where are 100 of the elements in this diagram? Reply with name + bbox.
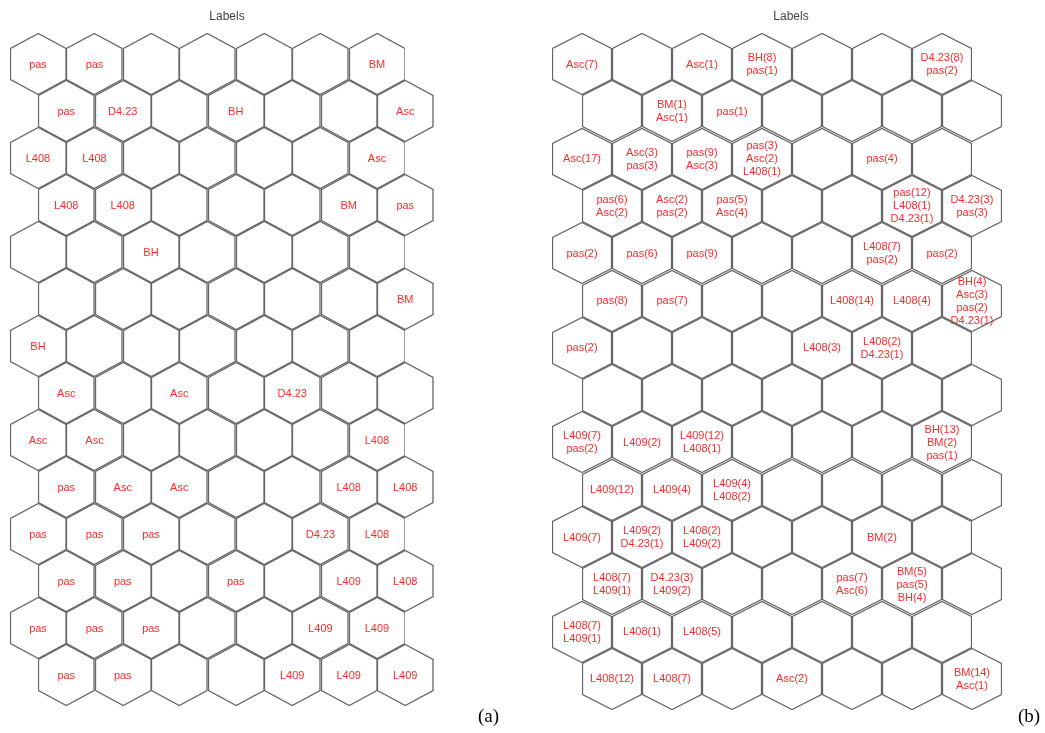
class-label: Asc: [367, 151, 387, 165]
hexagon-cell: [122, 315, 180, 377]
hexagon-cell: [942, 364, 1002, 427]
hexagon-cell: [642, 553, 702, 616]
class-label: L409(2): [683, 537, 721, 550]
hexagon-cell: [348, 127, 406, 189]
hexagon-cell: [912, 506, 972, 568]
hexagon-cell: [320, 644, 377, 706]
hexagon-cell: [852, 33, 912, 95]
hexagon-cell: [582, 647, 642, 710]
hexagon-cell: [642, 269, 702, 332]
hexagon-cell: [348, 315, 406, 377]
hexagon-cell: [66, 221, 123, 283]
hexagon-cell: [942, 647, 1002, 710]
class-label: L408(2): [863, 334, 901, 348]
class-label: L409(7): [563, 530, 601, 544]
hexagon-cell: [612, 33, 672, 95]
hexagon-cell: [822, 174, 882, 237]
class-label: L408(1): [623, 625, 661, 639]
hexagon-cell: [348, 597, 406, 659]
hexagon-cell: [207, 362, 264, 424]
hexagon-cell: [912, 127, 972, 190]
hexagon-cell: [122, 127, 180, 189]
hexagon-cell: [66, 127, 123, 189]
class-label: pas(4): [866, 152, 898, 166]
class-label: pas(2): [866, 253, 898, 267]
hexagon-cell: [882, 364, 942, 427]
class-label: Asc: [28, 433, 48, 447]
hexagon-cell: [942, 553, 1002, 616]
hexagon-cell: [179, 315, 236, 377]
hexagon-cell: [582, 174, 642, 237]
class-label: Asc: [85, 433, 104, 447]
hexagon-cell: [151, 550, 208, 612]
class-label: pas(3): [956, 205, 988, 219]
hexagon-cell: [552, 33, 612, 95]
class-label: BH: [228, 104, 244, 118]
class-label: pas: [29, 57, 47, 71]
hexagon-cell: [882, 80, 942, 143]
class-label: L408(5): [683, 625, 721, 639]
hexagon-cell: [822, 269, 882, 332]
class-label: BH: [30, 339, 46, 353]
map-title: Labels: [209, 9, 245, 23]
hexagon-cell: [762, 458, 822, 521]
class-label: D4.23(8): [920, 51, 964, 64]
hexagon-cell: [9, 127, 67, 189]
hexagon-cell: [612, 222, 672, 285]
hexagon-cell: [122, 597, 180, 659]
class-label: pas: [226, 574, 245, 588]
class-label: L409(12): [679, 429, 724, 443]
hexagon-cell: [292, 127, 349, 189]
class-label: pas(7): [836, 571, 868, 585]
hexagon-cell: [762, 553, 822, 616]
class-label: BM(1): [657, 98, 687, 112]
hexagon-cell: [151, 456, 208, 518]
hexagon-cell: [179, 127, 236, 189]
hexagon-cell: [612, 411, 672, 474]
class-label: pas: [113, 668, 132, 682]
hexagon-cell: [66, 315, 123, 377]
hexagon-cell: [207, 644, 264, 706]
hexagon-cell: [822, 647, 882, 710]
hexagon-cell: [792, 33, 852, 95]
hexagon-cell: [552, 222, 612, 285]
class-label: Asc(1): [656, 111, 688, 125]
hexagon-cell: [552, 316, 612, 379]
class-label: BM(2): [867, 530, 897, 544]
hexagon-cell: [552, 127, 612, 190]
hexagon-cell: [348, 503, 406, 565]
class-label: Asc(3): [686, 158, 718, 172]
hexagon-cell: [94, 268, 151, 330]
hexagon-cell: [9, 315, 67, 377]
hexagon-cell: [822, 80, 882, 143]
hexagon-cell: [320, 80, 377, 142]
hexagon-cell: [612, 316, 672, 379]
hexagon-cell: [207, 174, 264, 236]
hexagon-cell: [702, 80, 762, 143]
hexagon-cell: [702, 364, 762, 427]
class-label: Asc(7): [566, 57, 598, 71]
class-label: L408(7): [653, 672, 691, 686]
hexagon-cell: [672, 222, 732, 285]
class-label: L409(12): [589, 483, 634, 497]
hexagon-cell: [552, 506, 612, 568]
class-label: L408: [54, 198, 79, 212]
hexagon-cell: [582, 80, 642, 143]
hexagon-cell: [235, 597, 293, 659]
class-label: Asc: [170, 386, 189, 400]
hexagon-cell: [348, 33, 406, 95]
class-label: pas(3): [746, 139, 778, 153]
hexagon-cell: [9, 503, 67, 565]
class-label: pas: [29, 527, 47, 541]
hexagon-cell: [672, 411, 732, 474]
hexagon-cell: [264, 644, 321, 706]
hexagon-cell: [702, 647, 762, 710]
class-label: pas: [142, 527, 160, 541]
hexagon-cell: [762, 269, 822, 332]
hexagon-cell: [264, 456, 321, 518]
class-label: D4.23(1): [620, 537, 664, 550]
hexagon-cell: [852, 316, 912, 379]
hexagon-cell: [762, 647, 822, 710]
hexagon-cell: [9, 33, 67, 95]
panel-label: (b): [1018, 705, 1041, 727]
